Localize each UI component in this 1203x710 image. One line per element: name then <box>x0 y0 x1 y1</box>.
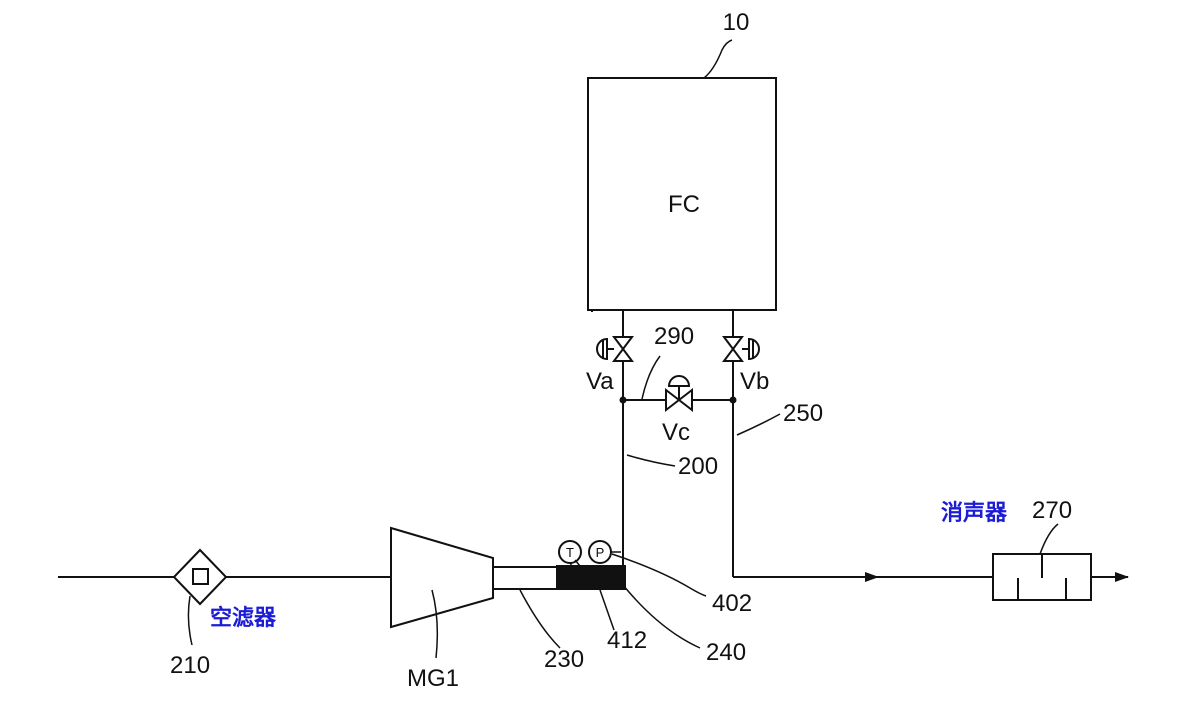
svg-text:P: P <box>596 545 605 560</box>
svg-text:200: 200 <box>678 453 718 480</box>
fuel-cell-stack: FC <box>587 77 777 312</box>
valve-vb <box>722 336 760 362</box>
svg-text:240: 240 <box>706 639 746 666</box>
svg-text:230: 230 <box>544 646 584 673</box>
exhaust-line-250 <box>732 310 993 582</box>
ref-290: 290 <box>641 323 694 400</box>
ref-402: 402 <box>611 553 752 617</box>
svg-text:402: 402 <box>712 590 752 617</box>
svg-text:10: 10 <box>723 9 750 36</box>
valve-va-label: Va <box>586 368 614 395</box>
pipe-230: 230 <box>492 566 584 673</box>
valve-vc-label: Vc <box>662 419 690 446</box>
ref-250: 250 <box>736 400 823 436</box>
svg-text:412: 412 <box>607 627 647 654</box>
compressor-label: MG1 <box>407 665 459 692</box>
muffler-ref: 270 <box>1032 497 1072 524</box>
fuel-cell-label: FC <box>668 191 700 218</box>
pressure-sensor: P <box>588 540 621 564</box>
air-filter-ref: 210 <box>170 652 210 679</box>
ref-200: 200 <box>626 453 718 480</box>
compressor-mg1: MG1 <box>390 526 494 692</box>
svg-text:250: 250 <box>783 400 823 427</box>
muffler-label: 消声器 <box>941 501 1008 526</box>
valve-vc <box>665 375 693 413</box>
muffler: 270 <box>992 497 1129 601</box>
valve-va <box>596 336 634 362</box>
svg-text:290: 290 <box>654 323 694 350</box>
air-filter: 210 <box>170 548 228 679</box>
pipe-240: 240 <box>556 565 746 666</box>
air-filter-label: 空滤器 <box>210 605 277 631</box>
temperature-sensor: T <box>558 540 582 567</box>
fuel-cell-ref: 10 <box>703 9 750 79</box>
valve-vb-label: Vb <box>740 368 769 395</box>
svg-text:T: T <box>566 545 574 560</box>
ref-412: 412 <box>599 589 647 654</box>
